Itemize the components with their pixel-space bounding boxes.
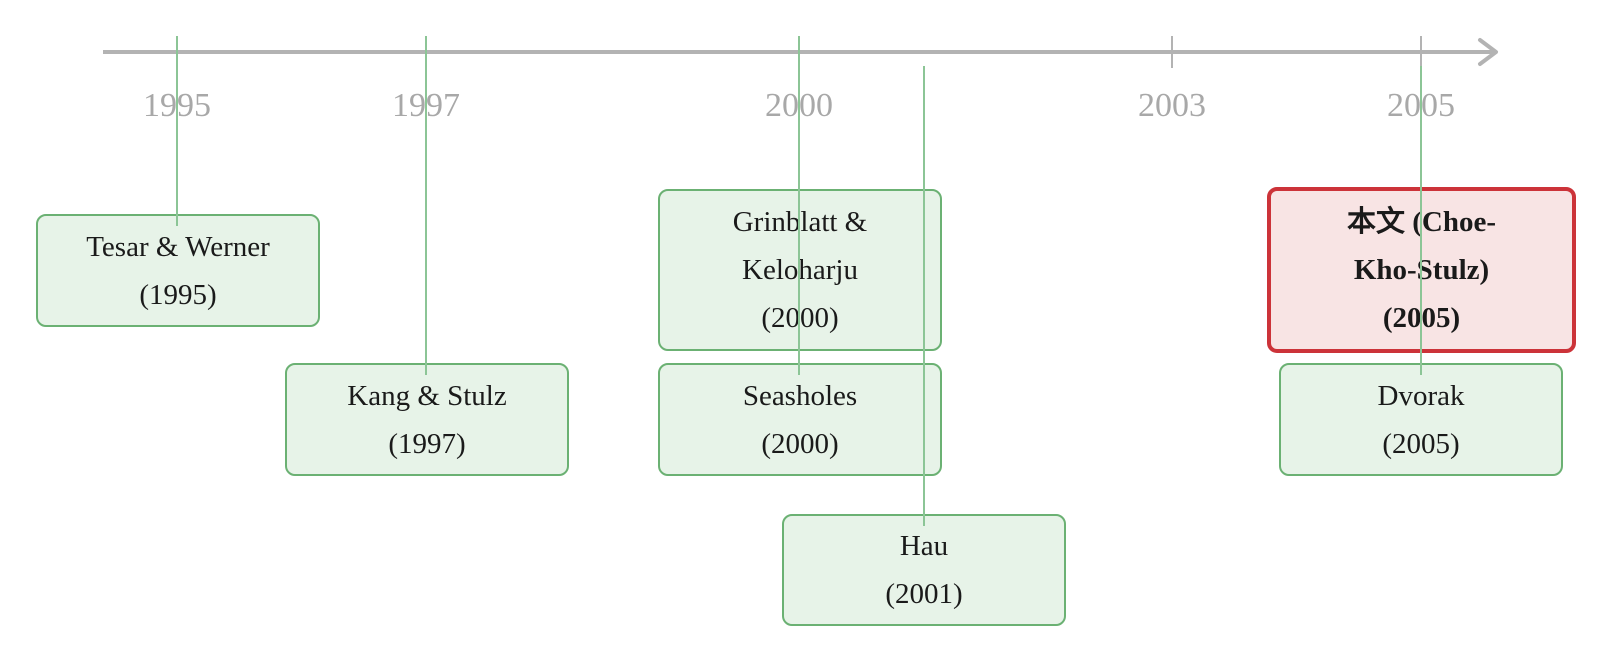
axis-arrow-head [1478,38,1498,66]
event-label: 本文 (Choe- Kho-Stulz) (2005) [1346,206,1496,334]
event-label: Kang & Stulz (1997) [347,379,507,460]
event-label: Dvorak (2005) [1377,379,1465,460]
event-box-tesar-werner: Tesar & Werner (1995) [36,214,320,327]
tick-label-2003: 2003 [1138,87,1206,124]
event-box-dvorak: Dvorak (2005) [1279,363,1563,476]
tick-label-2000: 2000 [765,87,833,124]
event-label: Hau (2001) [885,530,963,610]
event-box-grinblatt-keloharju: Grinblatt & Keloharju (2000) [658,189,942,351]
tick-label-1997: 1997 [392,87,460,124]
event-box-kang-stulz: Kang & Stulz (1997) [285,363,569,476]
tick-label-2005: 2005 [1387,87,1455,124]
event-box-hau: Hau (2001) [782,514,1066,626]
event-label: Seasholes (2000) [742,379,858,460]
event-box-seasholes: Seasholes (2000) [658,363,942,476]
event-label: Tesar & Werner (1995) [86,230,270,311]
tick-label-1995: 1995 [143,87,211,124]
event-label: Grinblatt & Keloharju (2000) [732,206,868,334]
event-box-choe-kho-stulz: 本文 (Choe- Kho-Stulz) (2005) [1267,187,1576,353]
